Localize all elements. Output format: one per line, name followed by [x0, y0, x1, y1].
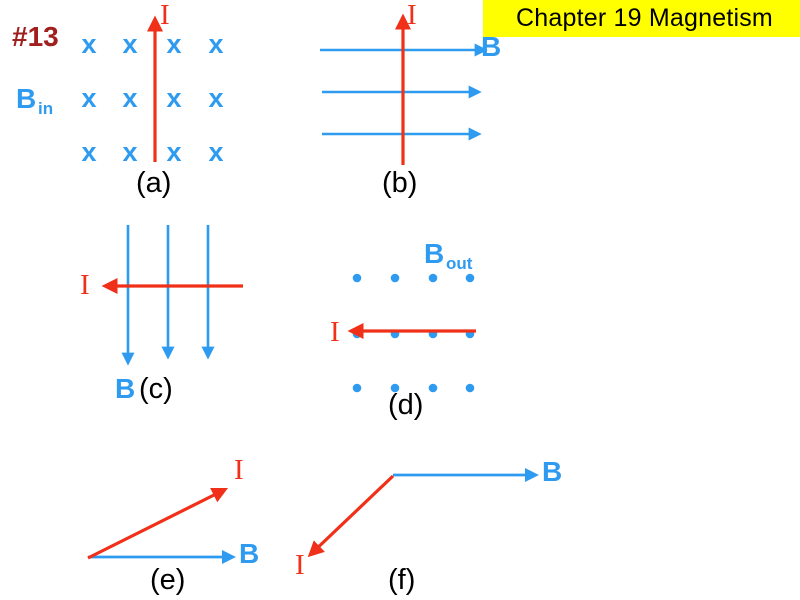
field-x-icon: x [81, 137, 96, 167]
field-x-icon: x [122, 83, 137, 113]
field-dot-icon [352, 273, 362, 283]
panel-e: I B (e) [87, 454, 259, 596]
field-x-icon: x [166, 137, 181, 167]
panel-b: I B (b) [320, 0, 501, 199]
panel-f-label: (f) [388, 564, 415, 596]
panel-b-label: (b) [382, 167, 417, 199]
page-title: Chapter 19 Magnetism [516, 4, 773, 32]
problem-number: #13 [12, 21, 59, 52]
panel-a: x x x x x x x x x x x x I B in (a) [16, 0, 224, 199]
panel-a-field-sublabel: in [38, 99, 53, 118]
panel-e-label: (e) [150, 564, 185, 596]
panel-c-field-label: B [115, 373, 135, 404]
panel-d-current-label: I [330, 316, 340, 348]
panel-d-field-sublabel: out [446, 254, 473, 273]
field-x-icon: x [208, 83, 223, 113]
panel-c-label: (c) [139, 373, 173, 405]
panel-b-field-label: B [481, 31, 501, 62]
panel-f-field-label: B [542, 456, 562, 487]
field-dot-icon [428, 273, 438, 283]
panel-d-field-label: B [424, 238, 444, 269]
field-x-icon: x [122, 29, 137, 59]
field-dot-icon [465, 273, 475, 283]
panel-f-current-arrow [307, 474, 395, 558]
field-x-icon: x [208, 29, 223, 59]
panel-a-current-label: I [160, 0, 170, 31]
chapter-title-band: Chapter 19 Magnetism [483, 0, 800, 37]
panel-c: I B (c) [80, 225, 243, 405]
panel-e-current-label: I [234, 454, 244, 486]
field-x-icon: x [166, 83, 181, 113]
field-x-icon: x [81, 83, 96, 113]
panel-d-label: (d) [388, 389, 423, 421]
field-x-icon: x [122, 137, 137, 167]
field-dot-icon [390, 273, 400, 283]
field-dot-icon [352, 383, 362, 393]
panel-f-current-label: I [295, 549, 305, 581]
panel-a-label: (a) [136, 167, 171, 199]
field-dot-icon [465, 383, 475, 393]
field-x-icon: x [208, 137, 223, 167]
panel-f: I B (f) [295, 456, 562, 596]
field-dot-icon [428, 383, 438, 393]
panel-e-field-label: B [239, 538, 259, 569]
panel-e-current-arrow [87, 487, 229, 560]
panel-a-field-label: B [16, 83, 36, 114]
panel-a-field-x-grid: x x x x x x x x x x x x [81, 29, 223, 167]
field-x-icon: x [81, 29, 96, 59]
field-dot-icon [390, 383, 400, 393]
panel-c-current-label: I [80, 269, 90, 301]
panel-b-current-label: I [407, 0, 417, 31]
panel-d: I B out (d) [330, 238, 476, 421]
panel-d-field-dot-grid [352, 273, 475, 393]
field-x-icon: x [166, 29, 181, 59]
